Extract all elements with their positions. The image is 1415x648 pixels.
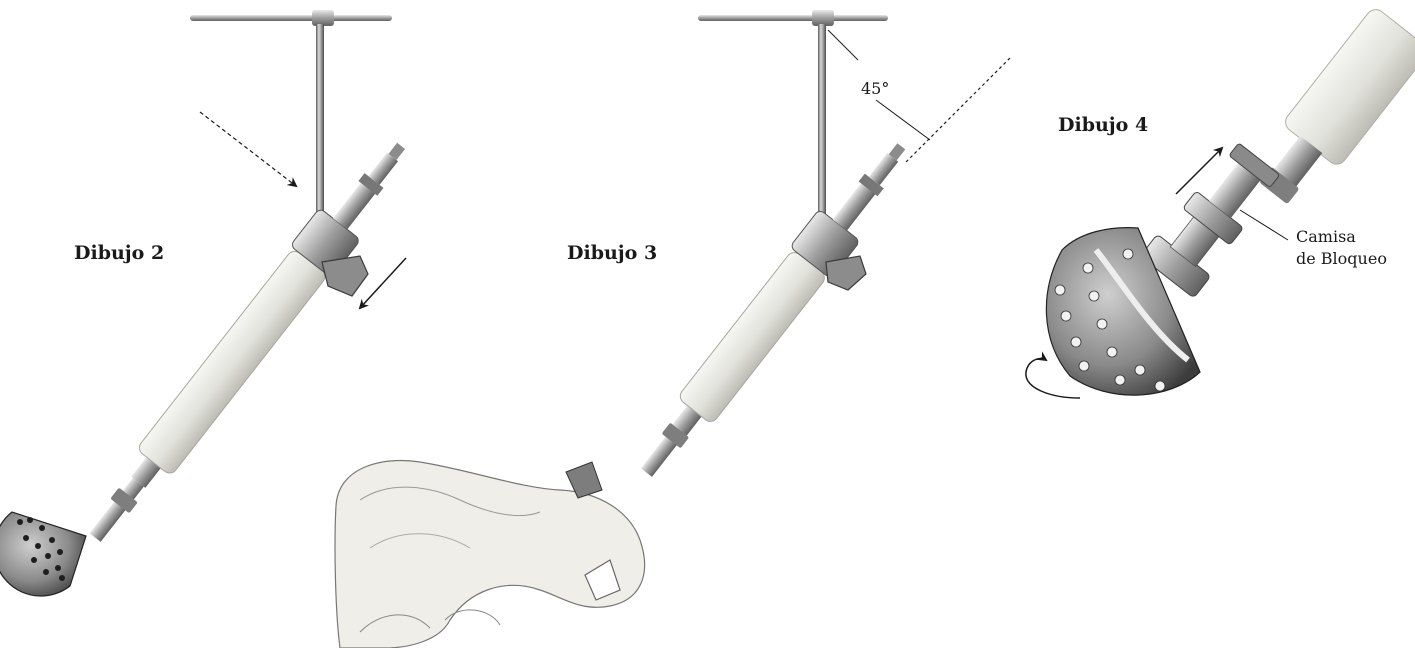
fig2-title: Dibujo 2 — [74, 242, 164, 264]
fig3-inserter — [626, 130, 922, 488]
fig4-callout-line2: de Bloqueo — [1296, 248, 1387, 270]
fig4-title: Dibujo 4 — [1058, 114, 1148, 136]
fig3-angle-ref-line-bottom — [876, 100, 930, 140]
fig3-angle-label: 45° — [861, 78, 889, 100]
fig4-locking-sleeve — [1140, 138, 1286, 298]
fig2-t-handle-bar — [190, 15, 392, 21]
fig3-angle-ref-line-top — [828, 30, 858, 60]
fig3-title: Dibujo 3 — [567, 242, 657, 264]
fig3-instrument — [335, 10, 1010, 648]
fig4-callout-leader — [1240, 210, 1288, 240]
fig2-t-handle-shaft — [316, 24, 324, 234]
fig4-exploded-view — [1026, 6, 1415, 398]
fig2-dashed-arrow — [200, 112, 296, 186]
fig2-acetabular-cup — [0, 512, 86, 596]
fig3-t-handle-bar — [698, 15, 888, 21]
fig3-t-handle-shaft — [818, 24, 826, 234]
fig2-t-handle-hub — [312, 10, 334, 26]
fig4-callout-line1: Camisa — [1296, 226, 1356, 248]
fig4-direction-arrow — [1176, 148, 1222, 194]
fig3-axis-dashed-line — [906, 58, 1010, 162]
fig3-t-handle-hub — [812, 10, 834, 26]
fig2-lever — [322, 256, 368, 296]
fig3-lever — [826, 256, 866, 290]
fig2-solid-arrow — [360, 258, 406, 308]
